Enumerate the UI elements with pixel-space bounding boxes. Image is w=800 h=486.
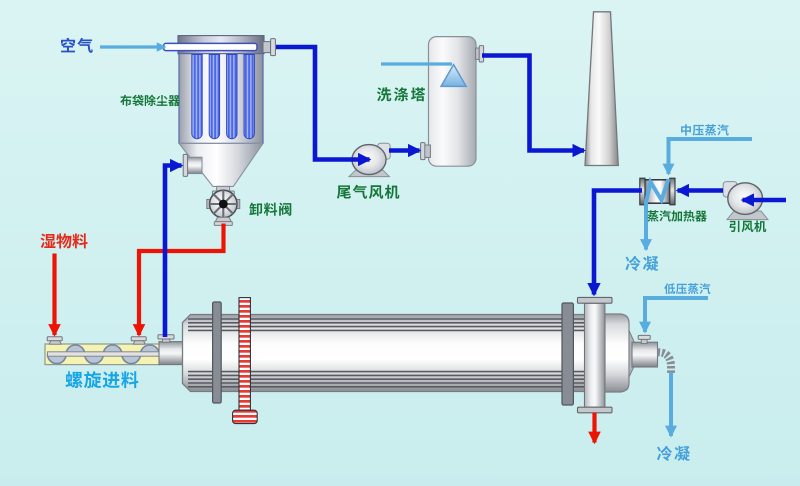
dryer-vapor-hood-top-flange: [576, 296, 613, 304]
cone-return-flange: [182, 153, 189, 177]
pipe-dryer-to-bagfilter: [162, 158, 184, 337]
dryer-pinion: [232, 409, 258, 425]
feeder-inlet-port-2-stem: [132, 340, 146, 345]
feeder-inlet-port-1-cap: [46, 336, 63, 342]
pipe-valve-to-feeder: [132, 223, 226, 337]
label-bag-filter-text: 布袋除尘器: [120, 93, 181, 108]
lp-steam-line: [639, 296, 708, 334]
label-scrubber-text: 洗涤塔: [377, 86, 423, 104]
label-id-fan-text: 引风机: [729, 219, 767, 234]
scrubber-body: [427, 35, 477, 167]
label-screw-feeder-text: 螺旋进料: [65, 370, 137, 392]
pipe-bagfilter-to-fan: [276, 44, 372, 167]
dryer-girth-gear: [238, 297, 251, 411]
gas-pipes: [162, 44, 786, 337]
rotary-discharge-valve: [206, 185, 241, 226]
bag-filter-outlet-stub: [262, 41, 272, 54]
bag-filter-inlet-pipe: [162, 42, 258, 52]
feeder-inlet-port-1-stem: [48, 340, 62, 345]
filter-bags: [191, 54, 255, 140]
dryer-riding-ring-right: [561, 302, 574, 406]
filter-bag: [226, 54, 238, 140]
dryer-feed-neck: [158, 341, 184, 366]
label-discharge-valve-text: 卸料阀: [249, 202, 291, 219]
pipe-heater-to-dryer: [587, 188, 642, 297]
label-condensate-2-text: 冷凝: [657, 445, 690, 464]
condensate-coil-hose: [657, 348, 675, 375]
bag-filter: [162, 35, 276, 187]
pipe-scrubber-to-stack: [482, 53, 586, 158]
dryer-steam-tubes: [188, 318, 604, 388]
screw-feeder: [44, 336, 175, 366]
exhaust-stack: [584, 11, 619, 167]
label-condensate-1-text: 冷凝: [625, 255, 658, 274]
cone-return-stub: [186, 156, 203, 175]
label-mp-steam-text: 中压蒸汽: [680, 123, 728, 138]
screw-shaft: [47, 351, 175, 357]
scrubber-spray-cone: [439, 63, 468, 88]
heater-flange-right: [669, 177, 676, 206]
red-pipes: [48, 223, 601, 445]
label-wet-material-text: 湿物料: [39, 232, 88, 251]
bag-filter-outlet-flange: [270, 38, 276, 57]
dryer-vapor-hood-bottom-flange: [576, 406, 613, 414]
valve-hub: [218, 199, 228, 209]
filter-bag: [191, 54, 203, 140]
label-air-text: 空气: [60, 37, 92, 56]
dryer-riding-ring-left: [212, 301, 222, 404]
filter-bag: [243, 54, 255, 140]
dryer-end-cap: [604, 313, 630, 393]
heater-coil-and-condensate: [640, 176, 671, 252]
dryer-discharge-journal: [631, 341, 659, 368]
label-tail-gas-fan-text: 尾气风机: [337, 184, 397, 202]
mp-steam-line: [662, 137, 752, 176]
feeder-inlet-port-2-cap: [130, 336, 147, 342]
scrubber-inlet-stub: [424, 144, 431, 158]
label-steam-heater-text: 蒸汽加热器: [647, 209, 708, 224]
steam-water-lines: [100, 42, 752, 438]
label-lp-steam-text: 低压蒸汽: [663, 282, 710, 296]
scrubber-tower: [420, 35, 485, 167]
filter-bag: [208, 54, 221, 140]
dryer-vapor-hood-body: [583, 302, 606, 408]
dryer-journal-port-cap: [637, 334, 651, 340]
